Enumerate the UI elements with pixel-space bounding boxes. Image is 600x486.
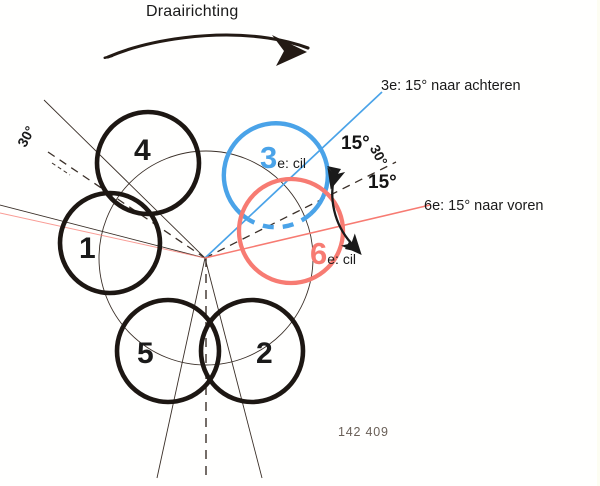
cylinder-suffix-6: e: cil xyxy=(327,251,357,267)
reference-number: 142 409 xyxy=(338,425,389,439)
cylinder-number-3: 3 xyxy=(260,140,278,175)
cylinder-circle-2 xyxy=(198,297,306,405)
cylinder-label-6: 6e: cil xyxy=(310,236,356,272)
cylinder-number-6: 6 xyxy=(310,236,328,271)
cylinder-circle-4 xyxy=(94,109,202,217)
angle-label-upper: 15° xyxy=(341,133,370,154)
left-30-leader xyxy=(51,162,71,176)
cylinder-label-3: 3e: cil xyxy=(260,140,306,176)
rotation-direction-label: Draairichting xyxy=(146,3,239,20)
construction-circle xyxy=(98,150,314,366)
cylinder-number-1: 1 xyxy=(79,232,96,265)
cylinder-number-2: 2 xyxy=(256,337,273,370)
angle-label-lower: 15° xyxy=(368,172,397,193)
sixth-cylinder-callout: 6e: 15° naar voren xyxy=(424,198,544,214)
angle-arc-arrow xyxy=(327,166,362,256)
cylinder-number-4: 4 xyxy=(134,134,151,167)
cylinder-circle-5 xyxy=(114,297,222,405)
cylinder-circles-black xyxy=(57,109,306,405)
third-cylinder-axis-line xyxy=(204,91,383,259)
cylinder-number-5: 5 xyxy=(137,337,154,370)
right-edge-border xyxy=(597,0,600,486)
rotation-direction-arrow xyxy=(102,33,310,66)
cylinder-circle-1 xyxy=(57,190,163,296)
third-cylinder-callout: 3e: 15° naar achteren xyxy=(381,78,521,94)
cylinder-suffix-3: e: cil xyxy=(277,155,307,171)
sixth-cylinder-axis-line xyxy=(0,204,431,259)
